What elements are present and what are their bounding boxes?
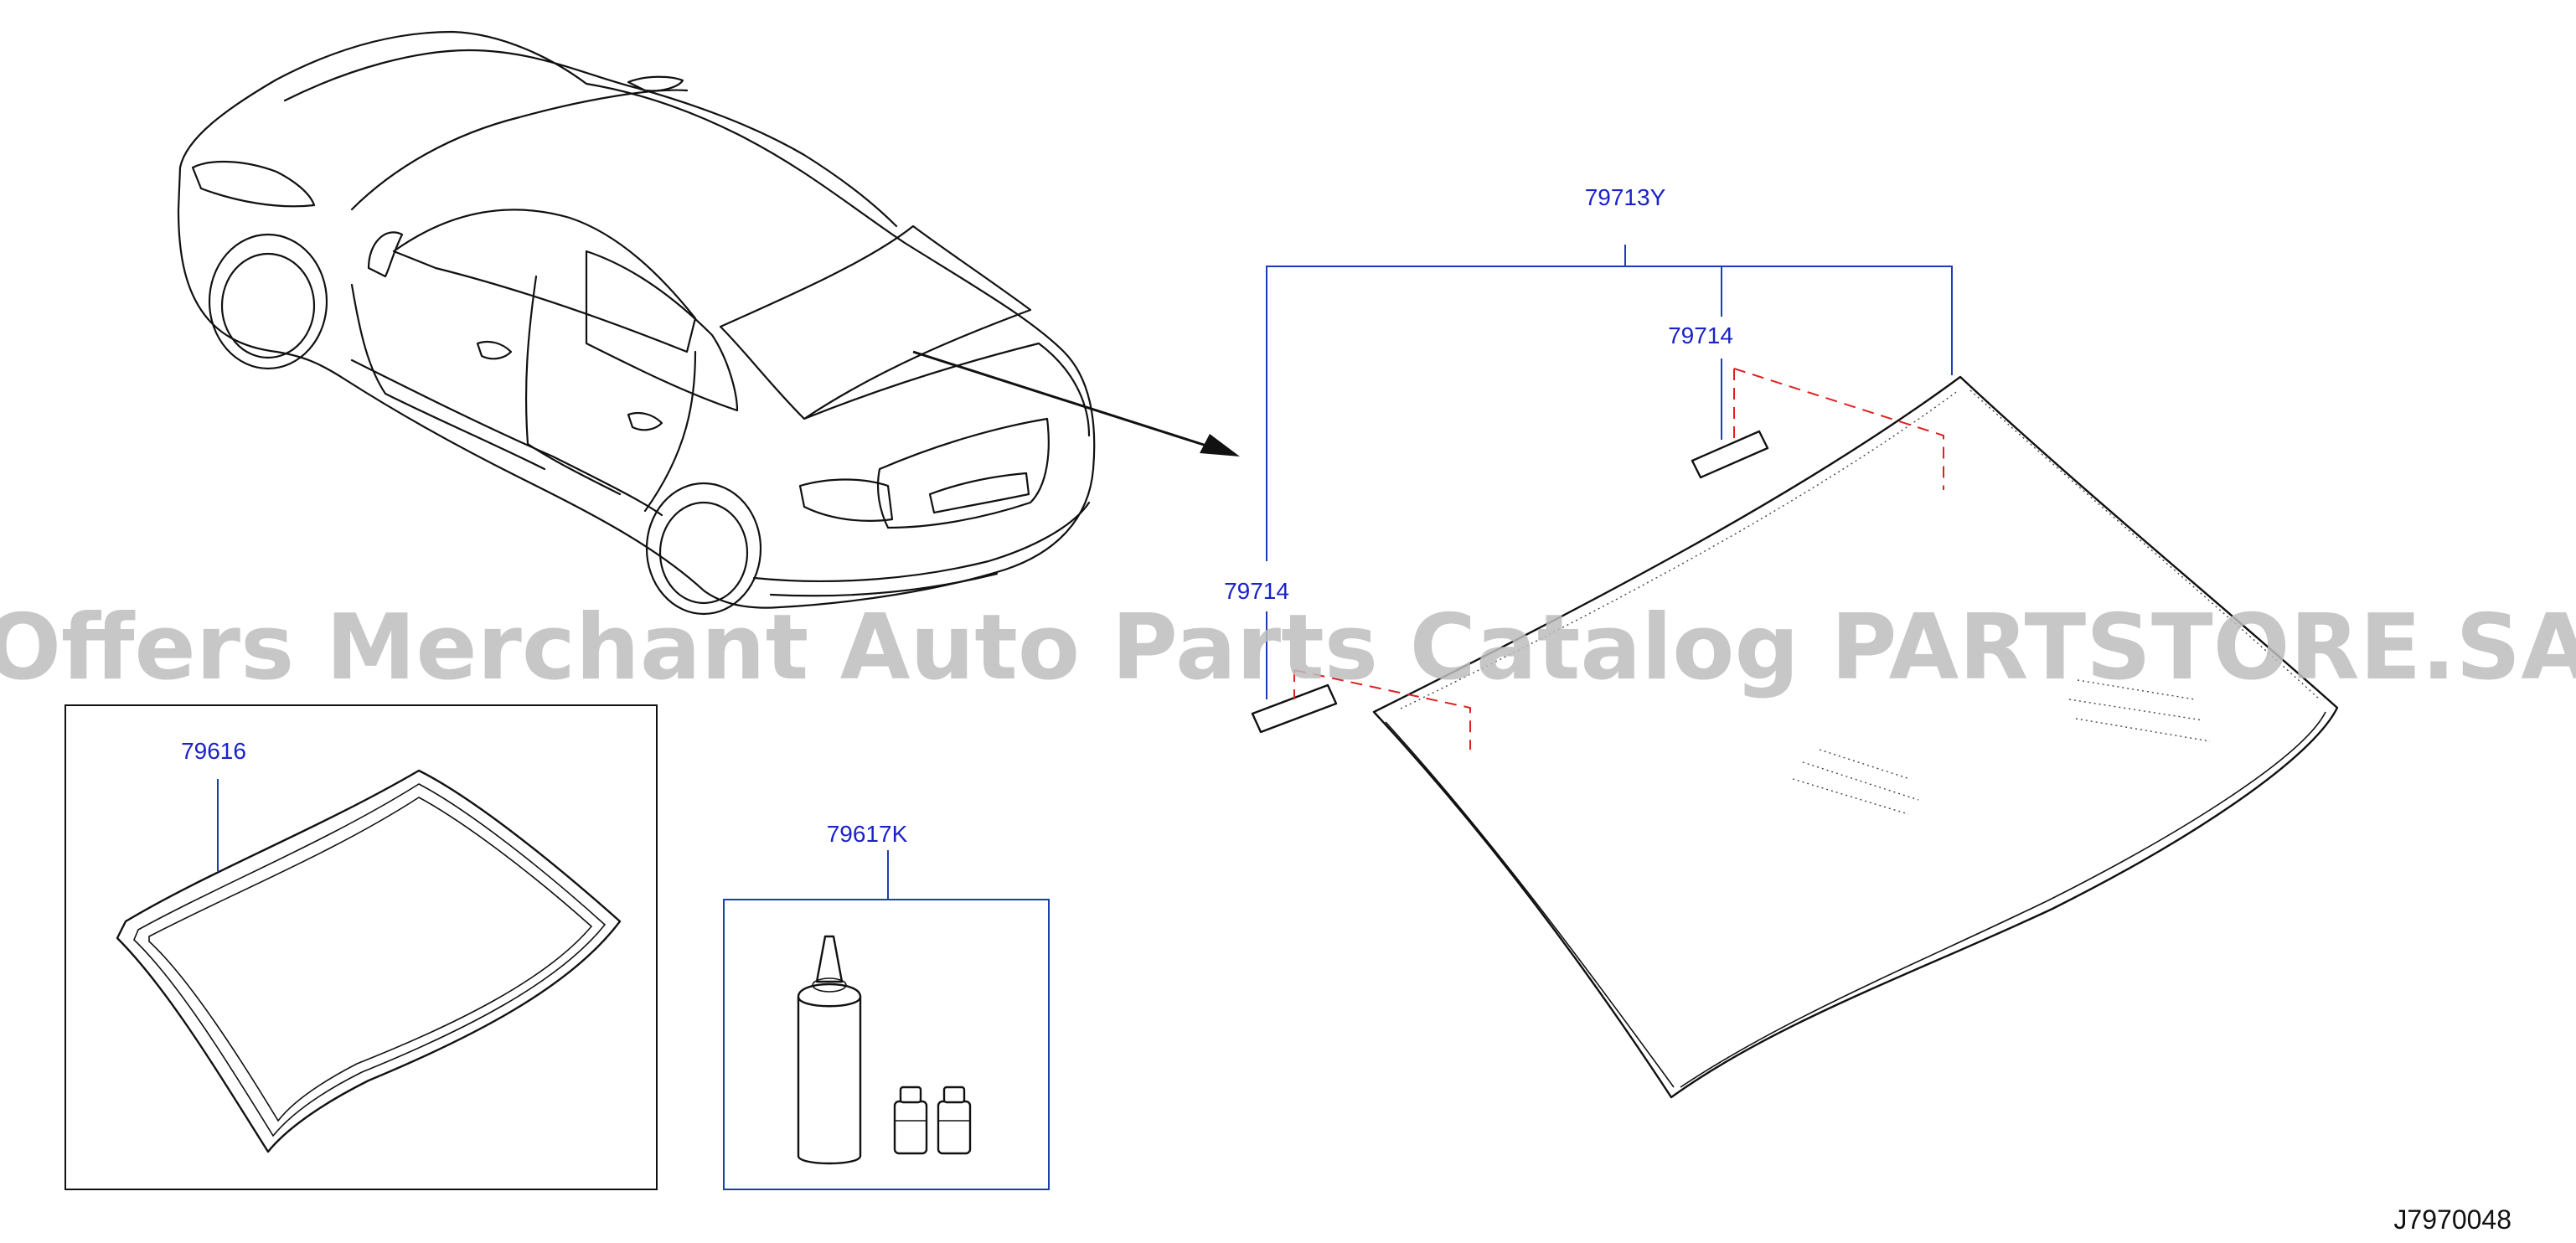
part-label-79713y: 79713Y bbox=[1585, 184, 1666, 210]
part-label-79617k: 79617K bbox=[827, 821, 908, 847]
molding-box bbox=[65, 704, 658, 1190]
car-illustration bbox=[177, 30, 1096, 616]
clip-upper bbox=[1691, 368, 1944, 490]
pointer-arrow bbox=[912, 350, 1240, 456]
part-label-79616: 79616 bbox=[181, 738, 246, 764]
primer-bottle-2 bbox=[937, 1086, 972, 1155]
adhesive-tube bbox=[797, 935, 862, 1165]
diagram-code: J7970048 bbox=[2393, 1204, 2511, 1235]
leader-lines bbox=[217, 245, 1953, 900]
rear-window-glass bbox=[1372, 375, 2339, 1099]
part-label-79714-upper: 79714 bbox=[1668, 322, 1733, 348]
clip-lower bbox=[1251, 669, 1471, 750]
primer-bottle-1 bbox=[893, 1086, 928, 1155]
part-label-79714-lower: 79714 bbox=[1224, 578, 1289, 604]
watermark-text: Offers Merchant Auto Parts Catalog PARTS… bbox=[0, 596, 2576, 700]
defogger-marks bbox=[1792, 679, 2211, 815]
kit-box bbox=[723, 899, 1050, 1190]
